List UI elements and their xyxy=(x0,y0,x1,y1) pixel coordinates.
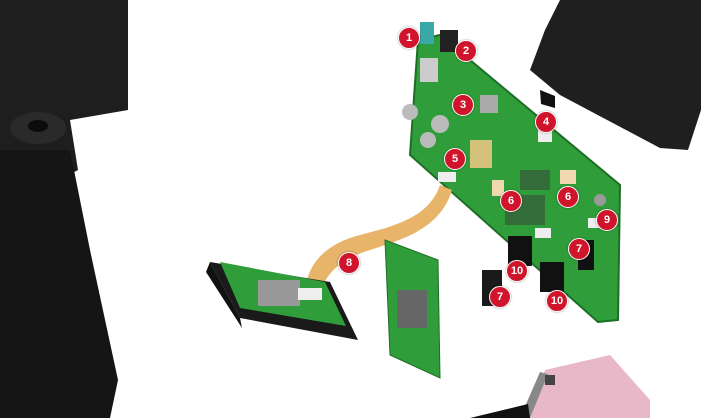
callout-10: 10 xyxy=(506,260,528,282)
top-right-housing xyxy=(530,0,701,150)
ribbon-cable xyxy=(305,185,452,300)
callout-6: 6 xyxy=(557,186,579,208)
callout-4: 4 xyxy=(535,111,557,133)
left-housing xyxy=(0,0,128,418)
sensor-module xyxy=(206,262,358,340)
callout-7: 7 xyxy=(489,286,511,308)
callout-3: 3 xyxy=(452,94,474,116)
bottom-right-part xyxy=(470,355,650,418)
secondary-pcb xyxy=(384,239,441,379)
callout-7: 7 xyxy=(568,238,590,260)
callout-2: 2 xyxy=(455,40,477,62)
callout-5: 5 xyxy=(444,148,466,170)
callout-6: 6 xyxy=(500,190,522,212)
callout-9: 9 xyxy=(596,209,618,231)
callout-10: 10 xyxy=(546,290,568,312)
callout-1: 1 xyxy=(398,27,420,49)
callout-8: 8 xyxy=(338,252,360,274)
